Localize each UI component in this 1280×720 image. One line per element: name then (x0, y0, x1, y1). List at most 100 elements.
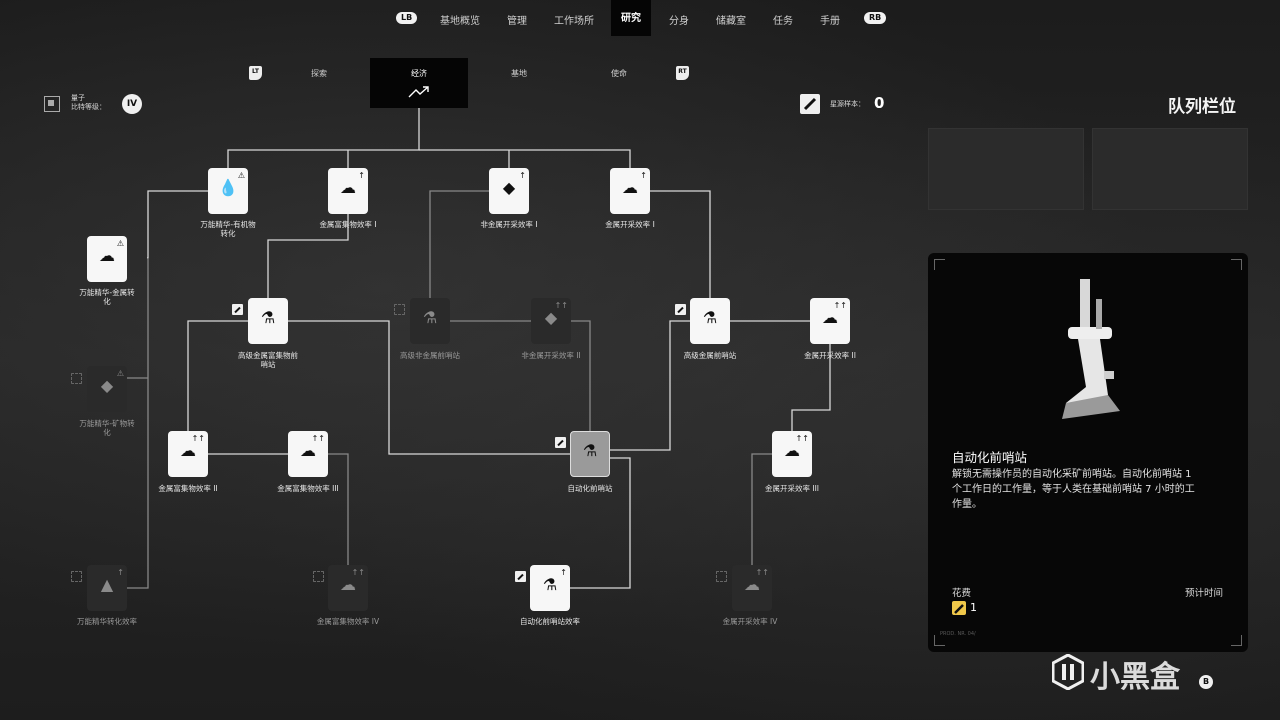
label-line: 金属富集物效率 II (158, 484, 218, 493)
label-line: 自动化前哨站 (567, 484, 613, 493)
label-line: 哨站 (260, 360, 276, 369)
node-auto-outpost[interactable]: ⚗ (570, 431, 610, 477)
label-line: 金属开采效率 I (605, 220, 655, 229)
node-metal-mine-3[interactable]: ☁ ↑↑ (772, 431, 812, 477)
node-tile (328, 565, 368, 611)
arrow-up-icon: ↑↑ (191, 434, 205, 443)
nav-base-overview[interactable]: 基地概览 (440, 16, 480, 27)
node-tile (732, 565, 772, 611)
node-label-adv-nonmetal-outpost: 高级非金属前哨站 (370, 351, 490, 360)
node-omni-mineral[interactable]: ◆ ⚠ (87, 366, 127, 412)
node-label-adv-metal-outpost: 高级金属前哨站 (650, 351, 770, 360)
node-metal-mine-4[interactable]: ☁ ↑↑ (732, 565, 772, 611)
nav-manual[interactable]: 手册 (820, 16, 840, 27)
node-metal-enrich-1[interactable]: ☁ ↑ (328, 168, 368, 214)
cost-value: 1 (970, 601, 977, 614)
node-tile (208, 168, 248, 214)
node-metal-enrich-3[interactable]: ☁ ↑↑ (288, 431, 328, 477)
ore-icon: ☁ (300, 441, 316, 460)
b-button[interactable]: B (1199, 675, 1213, 689)
time-label: 预计时间 (1184, 588, 1223, 599)
crystal-icon: ◆ (100, 376, 114, 395)
badge-icon: ⚠ (116, 369, 124, 378)
drill-icon: ⚗ (582, 441, 598, 460)
node-tile (530, 565, 570, 611)
empty-tag-icon (716, 571, 727, 582)
empty-tag-icon (394, 304, 405, 315)
nav-research[interactable]: 研究 (611, 0, 651, 36)
node-tile (410, 298, 450, 344)
node-tile (168, 431, 208, 477)
arrow-up-icon: ↑ (519, 171, 526, 180)
sample-vial-icon (800, 94, 820, 114)
arrow-up-icon: ↑ (640, 171, 647, 180)
node-nonmetal-mine-1[interactable]: ◆ ↑ (489, 168, 529, 214)
ore-icon: ☁ (822, 308, 838, 327)
node-label-auto-outpost-efficiency: 自动化前哨站效率 (490, 617, 610, 626)
node-tile (288, 431, 328, 477)
rb-button[interactable]: RB (864, 12, 887, 24)
quantum-label: 量子 比特等级： (71, 94, 106, 112)
quantum-level-badge: IV (122, 94, 142, 114)
arrow-up-icon: ↑↑ (755, 568, 769, 577)
nav-storage[interactable]: 储藏室 (716, 16, 746, 27)
node-label-metal-enrich-3: 金属富集物效率 III (248, 484, 368, 493)
node-label-metal-mine-3: 金属开采效率 III (732, 484, 852, 493)
sample-tag-icon (555, 437, 566, 448)
label-line: 非金属开采效率 I (480, 220, 538, 229)
node-label-nonmetal-mine-2: 非金属开采效率 II (491, 351, 611, 360)
label-line: 高级金属前哨站 (683, 351, 737, 360)
ore-icon: ☁ (744, 575, 760, 594)
node-metal-mine-2[interactable]: ☁ ↑↑ (810, 298, 850, 344)
nav-management[interactable]: 管理 (507, 16, 527, 27)
rt-button[interactable]: RT (676, 66, 689, 80)
label-line: 高级非金属前哨站 (400, 351, 460, 360)
node-nonmetal-mine-2[interactable]: ◆ ↑↑ (531, 298, 571, 344)
label-line: 金属富集物效率 IV (316, 617, 380, 626)
arrow-up-icon: ↑ (117, 568, 124, 577)
arrow-up-icon: ↑↑ (351, 568, 365, 577)
node-omni-conversion-efficiency[interactable]: ▲ ↑ (87, 565, 127, 611)
label-line: 金属富集物效率 I (319, 220, 377, 229)
tab-base[interactable]: 基地 (511, 69, 527, 78)
node-omni-organic[interactable]: 💧 ⚠ (208, 168, 248, 214)
node-adv-metal-enrich-outpost[interactable]: ⚗ (248, 298, 288, 344)
queue-slot-1[interactable] (928, 128, 1084, 210)
xiaoheihe-logo-icon (1052, 654, 1084, 690)
ore-icon: ☁ (340, 575, 356, 594)
node-label-auto-outpost: 自动化前哨站 (530, 484, 650, 493)
panel-corner (934, 635, 945, 646)
node-metal-mine-1[interactable]: ☁ ↑ (610, 168, 650, 214)
node-adv-metal-outpost[interactable]: ⚗ (690, 298, 730, 344)
tab-mission[interactable]: 使命 (611, 69, 627, 78)
lt-button[interactable]: LT (249, 66, 262, 80)
node-adv-nonmetal-outpost[interactable]: ⚗ (410, 298, 450, 344)
nav-tasks[interactable]: 任务 (773, 16, 793, 27)
queue-slot-2[interactable] (1092, 128, 1248, 210)
tab-exploration[interactable]: 探索 (311, 69, 327, 78)
tab-economy[interactable]: 经济 (370, 58, 468, 108)
detail-panel: 自动化前哨站 解锁无需操作员的自动化采矿前哨站。自动化前哨站 1 个工作日的工作… (928, 253, 1248, 652)
node-auto-outpost-efficiency[interactable]: ⚗ ↑ (530, 565, 570, 611)
node-metal-enrich-2[interactable]: ☁ ↑↑ (168, 431, 208, 477)
ore-icon: ☁ (340, 178, 356, 197)
drill-icon: ⚗ (260, 308, 276, 327)
drill-icon: ⚗ (542, 575, 558, 594)
ore-icon: ☁ (622, 178, 638, 197)
label-line: 万能精华-金属转 (79, 288, 135, 297)
node-label-metal-enrich-1: 金属富集物效率 I (288, 220, 408, 229)
nav-clones[interactable]: 分身 (669, 16, 689, 27)
detail-title: 自动化前哨站 (952, 450, 1028, 465)
sample-vial-icon (952, 601, 966, 615)
nav-workplace[interactable]: 工作场所 (554, 16, 594, 27)
node-tile (328, 168, 368, 214)
node-label-metal-mine-1: 金属开采效率 I (570, 220, 690, 229)
node-omni-metal[interactable]: ☁ ⚠ (87, 236, 127, 282)
node-metal-enrich-4[interactable]: ☁ ↑↑ (328, 565, 368, 611)
node-label-omni-metal: 万能精华-金属转 化 (47, 288, 167, 306)
node-tile (87, 565, 127, 611)
lb-button[interactable]: LB (396, 12, 418, 24)
node-label-omni-organic: 万能精华-有机物 转化 (168, 220, 288, 238)
auto-outpost-illustration (1062, 279, 1120, 419)
